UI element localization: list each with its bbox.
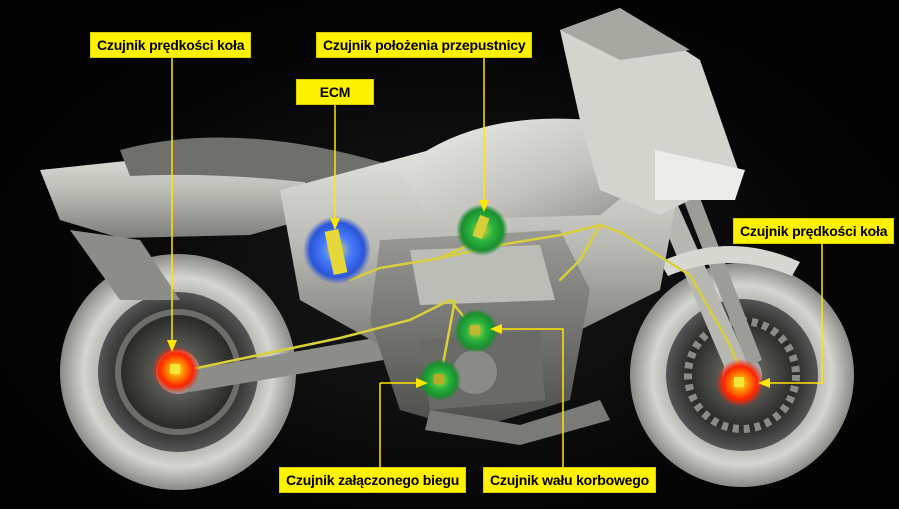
label-gear-position-sensor: Czujnik załączonego biegu — [279, 467, 466, 493]
label-wheel-speed-sensor-rear: Czujnik prędkości koła — [90, 32, 251, 58]
label-wheel-speed-sensor-front: Czujnik prędkości koła — [733, 218, 894, 244]
label-ecm: ECM — [296, 79, 374, 105]
sensor-throttle — [456, 204, 508, 256]
label-crankshaft-sensor: Czujnik wału korbowego — [483, 467, 656, 493]
sensor-rear-wheel — [152, 346, 200, 394]
sensor-front-wheel — [716, 359, 764, 407]
label-throttle-position-sensor: Czujnik położenia przepustnicy — [316, 32, 532, 58]
sensor-gear — [419, 359, 461, 401]
sensor-ecm — [303, 216, 371, 284]
sensor-crankshaft — [454, 309, 498, 353]
